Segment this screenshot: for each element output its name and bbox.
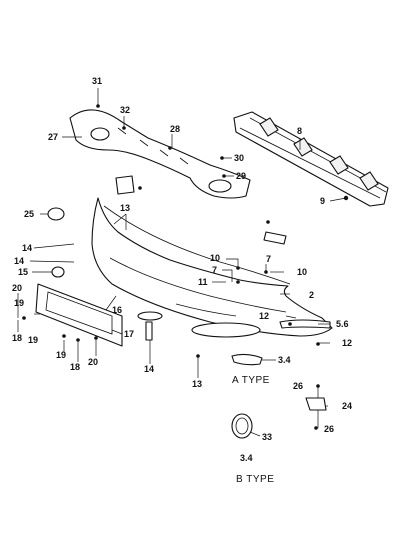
callout-17: 17 — [124, 329, 134, 339]
callout-2: 2 — [309, 290, 314, 300]
callout-9: 9 — [320, 196, 325, 206]
callout-19-b: 19 — [28, 335, 38, 345]
callout-31: 31 — [92, 76, 102, 86]
callout-26-b: 26 — [324, 424, 334, 434]
callout-11: 11 — [198, 277, 208, 287]
callout-7-b: 7 — [266, 254, 271, 264]
callout-10-a: 10 — [210, 253, 220, 263]
fog-lamp-cover-part — [47, 207, 65, 221]
callout-13-upper: 13 — [120, 203, 130, 213]
callout-32: 32 — [120, 105, 130, 115]
b-type-label: B TYPE — [236, 474, 274, 485]
a-type-label: A TYPE — [232, 375, 270, 386]
callout-3-4-b: 3.4 — [240, 453, 253, 463]
callout-29: 29 — [236, 171, 246, 181]
callout-13-lower: 13 — [192, 379, 202, 389]
callout-18-a: 18 — [12, 333, 22, 343]
callout-20-a: 20 — [12, 283, 22, 293]
license-plate-bracket-part — [35, 283, 123, 347]
callout-14-c: 14 — [144, 364, 154, 374]
callout-33: 33 — [262, 432, 272, 442]
reinforcement-beam-part — [233, 111, 389, 207]
callout-26-a: 26 — [293, 381, 303, 391]
callout-18-b: 18 — [70, 362, 80, 372]
callout-27: 27 — [48, 132, 58, 142]
callout-16: 16 — [112, 305, 122, 315]
small-parts — [22, 104, 349, 439]
callout-14-b: 14 — [14, 256, 24, 266]
callout-30: 30 — [234, 153, 244, 163]
callout-24: 24 — [342, 401, 352, 411]
callout-labels: 31 32 27 28 30 29 8 9 25 13 14 14 15 20 … — [12, 76, 352, 463]
callout-10-b: 10 — [297, 267, 307, 277]
callout-12-b: 12 — [342, 338, 352, 348]
callout-5-6: 5.6 — [336, 319, 349, 329]
callout-25: 25 — [24, 209, 34, 219]
leader-lines — [17, 88, 347, 437]
callout-14-a: 14 — [22, 243, 32, 253]
callout-28: 28 — [170, 124, 180, 134]
upper-cover-part — [69, 109, 251, 199]
callout-7-a: 7 — [212, 265, 217, 275]
bumper-cover-part — [91, 197, 333, 338]
callout-20-b: 20 — [88, 357, 98, 367]
callout-12-a: 12 — [259, 311, 269, 321]
callout-19-a: 19 — [14, 298, 24, 308]
callout-8: 8 — [297, 126, 302, 136]
callout-3-4-a: 3.4 — [278, 355, 291, 365]
callout-15: 15 — [18, 267, 28, 277]
callout-19-c: 19 — [56, 350, 66, 360]
